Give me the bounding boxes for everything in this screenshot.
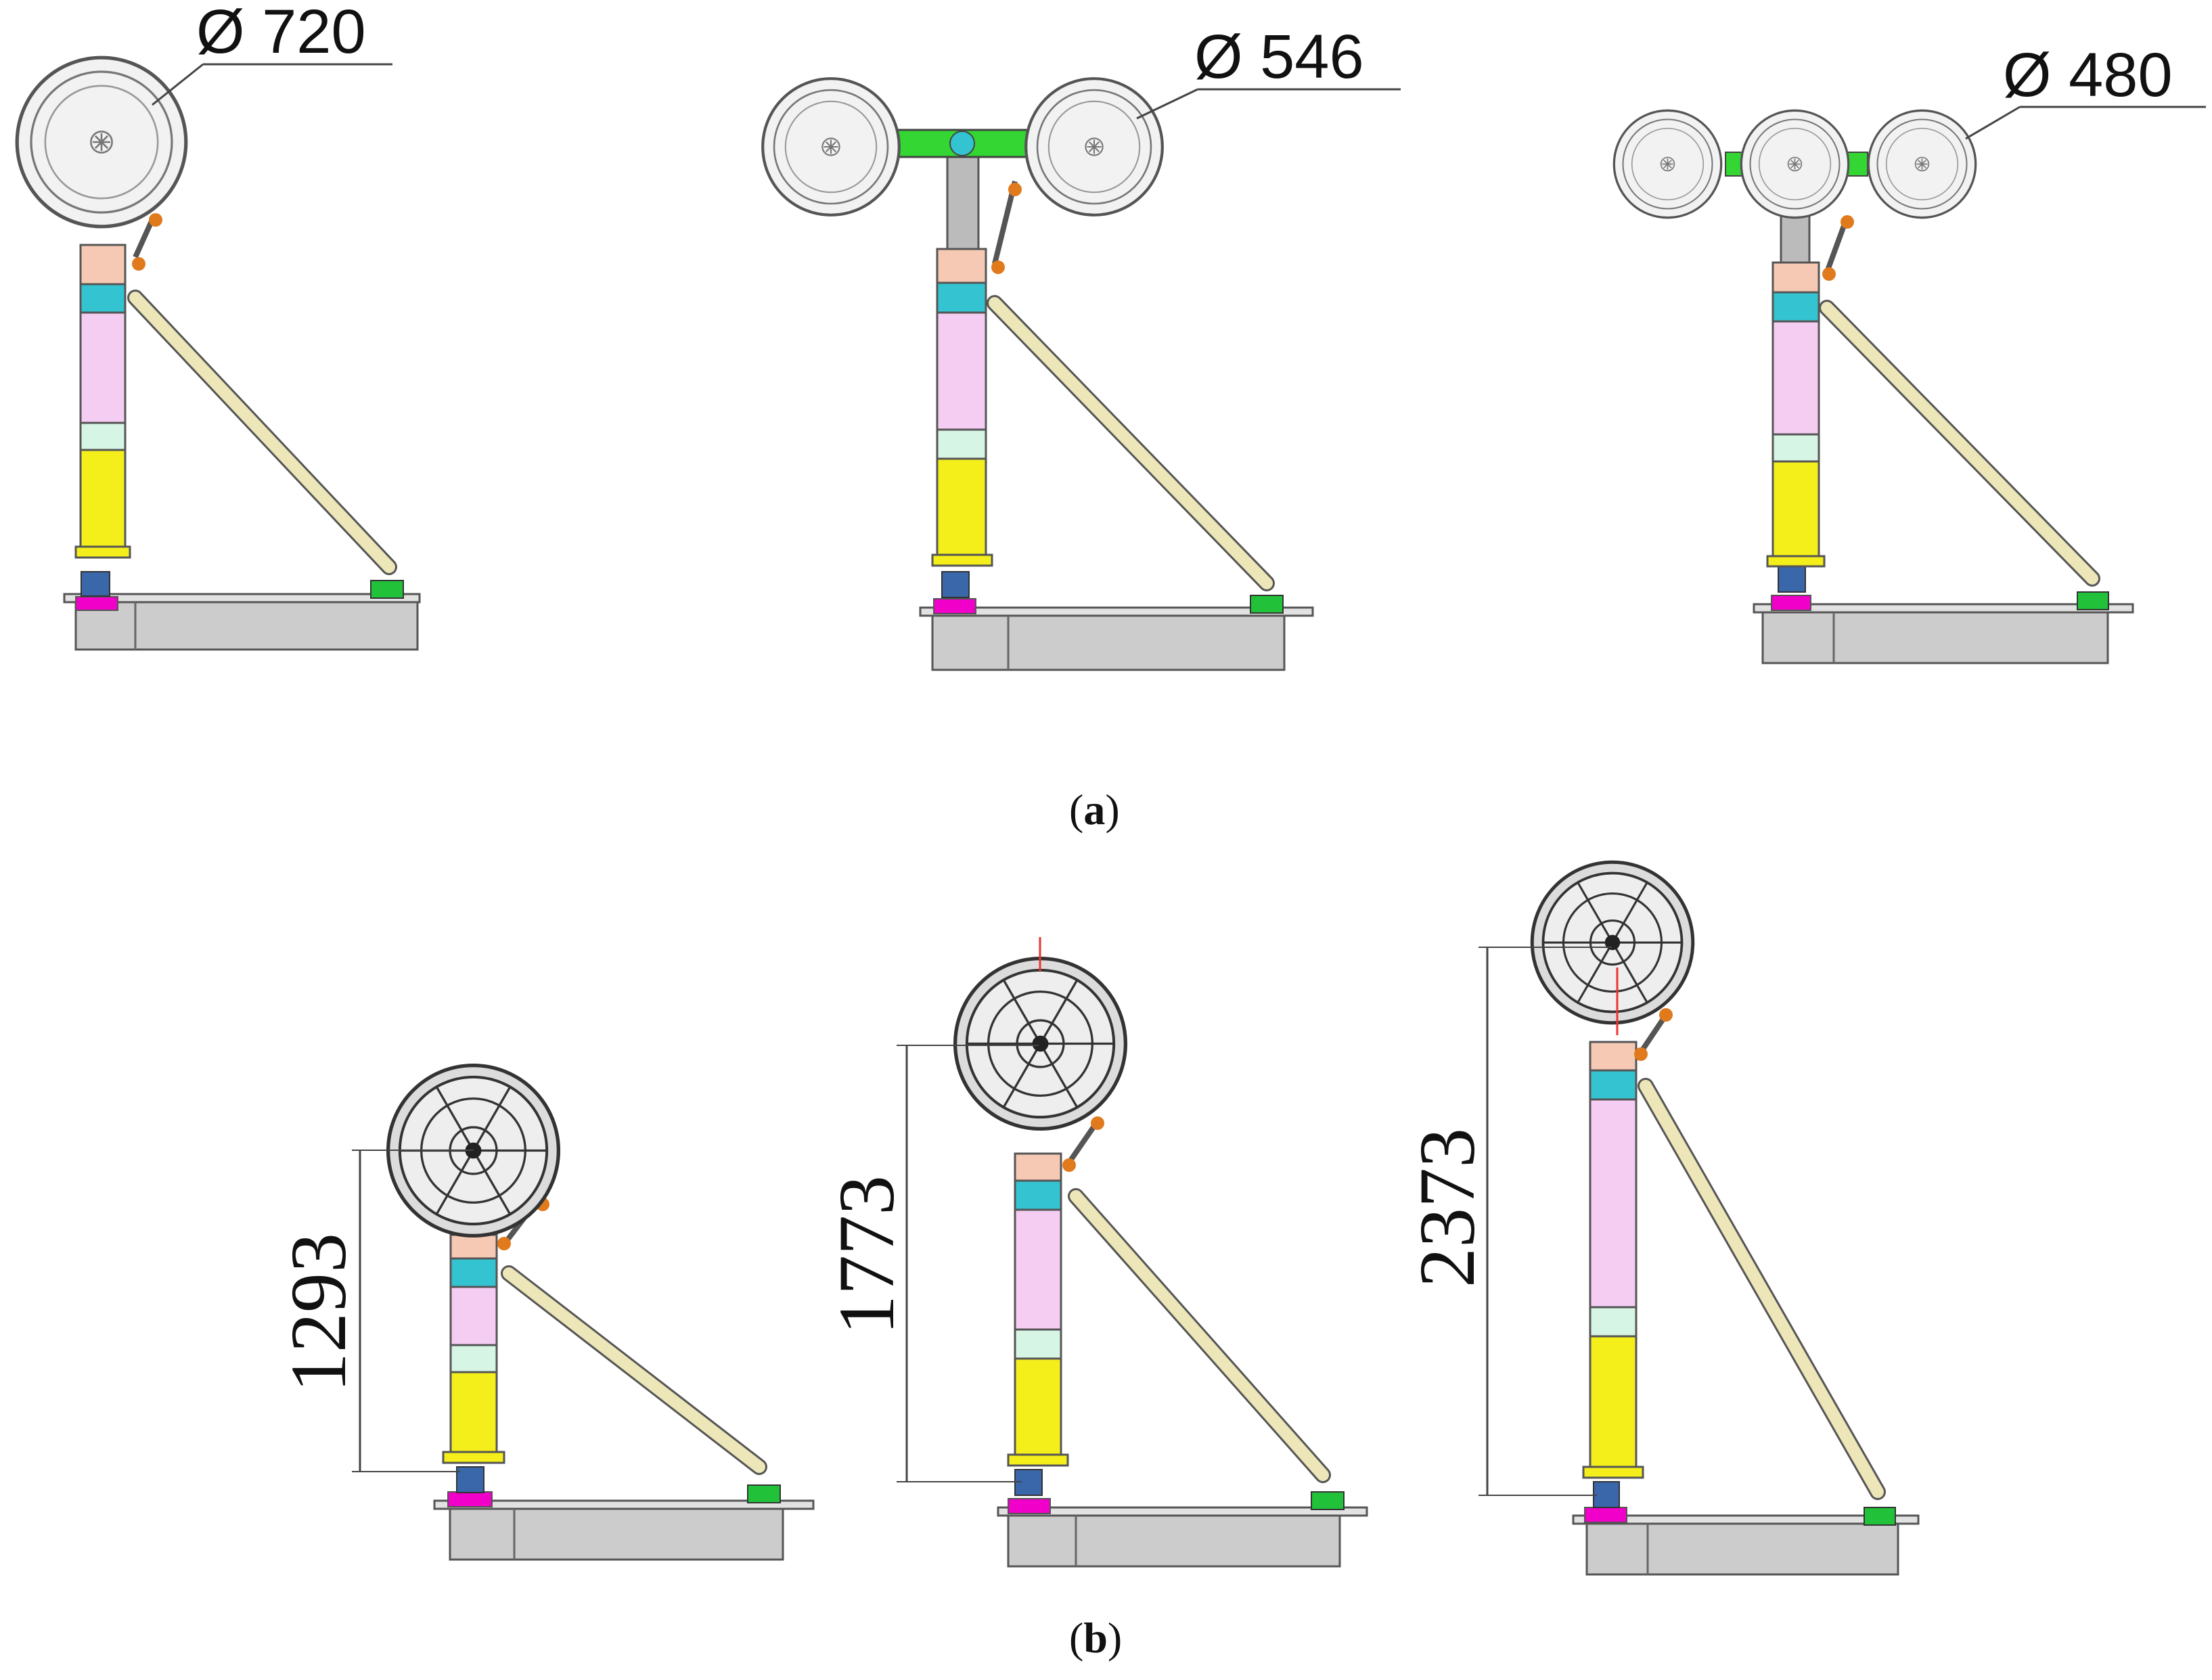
anchor-joint (2077, 591, 2109, 610)
pin (149, 213, 162, 227)
foot-pad (1584, 1507, 1627, 1523)
base-frame (74, 601, 419, 651)
base-frame (449, 1507, 784, 1561)
pin (1634, 1047, 1648, 1061)
diameter-label: Ø 546 (1194, 22, 1364, 91)
column-top (449, 1233, 498, 1260)
mast (946, 146, 980, 250)
panel-a: Ø 720 Ø 54 (17, 0, 2206, 671)
lower-tube (936, 457, 987, 558)
stand-b1: 1293 (274, 1066, 815, 1561)
diameter-label: Ø 720 (196, 0, 366, 66)
band (79, 422, 127, 451)
upper-tube (1589, 1098, 1638, 1309)
stand-a1: Ø 720 (17, 0, 421, 651)
anchor-joint (1311, 1491, 1345, 1510)
swivel-joint (81, 571, 110, 597)
collar (1771, 291, 1820, 323)
lower-tube (449, 1371, 498, 1455)
wheel (17, 58, 186, 227)
column-top (1589, 1041, 1638, 1072)
leader-line (1136, 88, 1198, 120)
wheel (1612, 109, 1723, 219)
base-frame (1007, 1514, 1341, 1568)
height-label: 2373 (1403, 1128, 1491, 1288)
anchor-joint (370, 580, 404, 599)
foot-pad (933, 598, 976, 614)
wheel (763, 78, 899, 215)
pin (1659, 1008, 1673, 1022)
pin (132, 257, 145, 271)
lower-tube (1014, 1357, 1062, 1458)
stand-b2: 1773 (822, 937, 1368, 1568)
leader-line (152, 63, 204, 106)
upper-tube (449, 1286, 498, 1346)
base-frame (931, 614, 1286, 671)
stand-a2: Ø 546 (763, 22, 1401, 671)
pin (1062, 1158, 1076, 1172)
upper-tube (1771, 320, 1820, 436)
lower-tube (79, 449, 127, 549)
collar (936, 281, 987, 314)
foot-pad (447, 1491, 493, 1507)
foot-pad (1771, 595, 1811, 611)
panel-b: 1293 1773 (274, 862, 1920, 1576)
base-frame (1761, 611, 2109, 664)
pin (991, 260, 1005, 274)
wheel (955, 959, 1126, 1129)
band (449, 1344, 498, 1373)
band (1589, 1306, 1638, 1338)
pin (497, 1237, 511, 1250)
hub-joint (949, 131, 975, 156)
collar (1014, 1179, 1062, 1211)
height-label: 1293 (274, 1233, 363, 1392)
lower-tube (1589, 1335, 1638, 1470)
collar (1589, 1069, 1638, 1101)
swivel-joint (1593, 1481, 1620, 1508)
band (1771, 433, 1820, 463)
height-label: 1773 (822, 1175, 911, 1335)
stand-a3: Ø 480 (1612, 41, 2206, 664)
stand-b3: 2373 (1403, 862, 1920, 1576)
band (1014, 1328, 1062, 1360)
wheel (1026, 78, 1163, 215)
anchor-joint (1864, 1507, 1896, 1526)
upper-tube (1014, 1208, 1062, 1331)
collar (79, 283, 127, 314)
wheel (1532, 862, 1693, 1023)
column-top (936, 248, 987, 284)
leader-line (1965, 106, 2021, 140)
lower-tube (1771, 460, 1820, 559)
foot-pad (1008, 1498, 1051, 1514)
column-top (1014, 1152, 1062, 1182)
collar (449, 1257, 498, 1288)
crossbar (1847, 152, 1868, 177)
anchor-joint (747, 1484, 781, 1503)
column-top (79, 244, 127, 286)
upper-tube (79, 311, 127, 424)
base-frame (1585, 1522, 1899, 1576)
pin (1822, 267, 1836, 281)
pin (1841, 215, 1854, 229)
diameter-label: Ø 480 (2003, 41, 2173, 110)
caption-a: (a) (1069, 786, 1120, 834)
wheel (1740, 109, 1850, 219)
pin (1008, 183, 1022, 196)
upper-tube (936, 311, 987, 431)
swivel-joint (1778, 564, 1806, 593)
column-top (1771, 261, 1820, 294)
wheel (1867, 109, 1977, 219)
foot-pad (75, 596, 118, 611)
swivel-joint (941, 571, 970, 598)
pin (1091, 1116, 1104, 1130)
swivel-joint (456, 1466, 484, 1493)
band (936, 428, 987, 460)
anchor-joint (1250, 595, 1284, 614)
caption-b: (b) (1069, 1614, 1122, 1662)
